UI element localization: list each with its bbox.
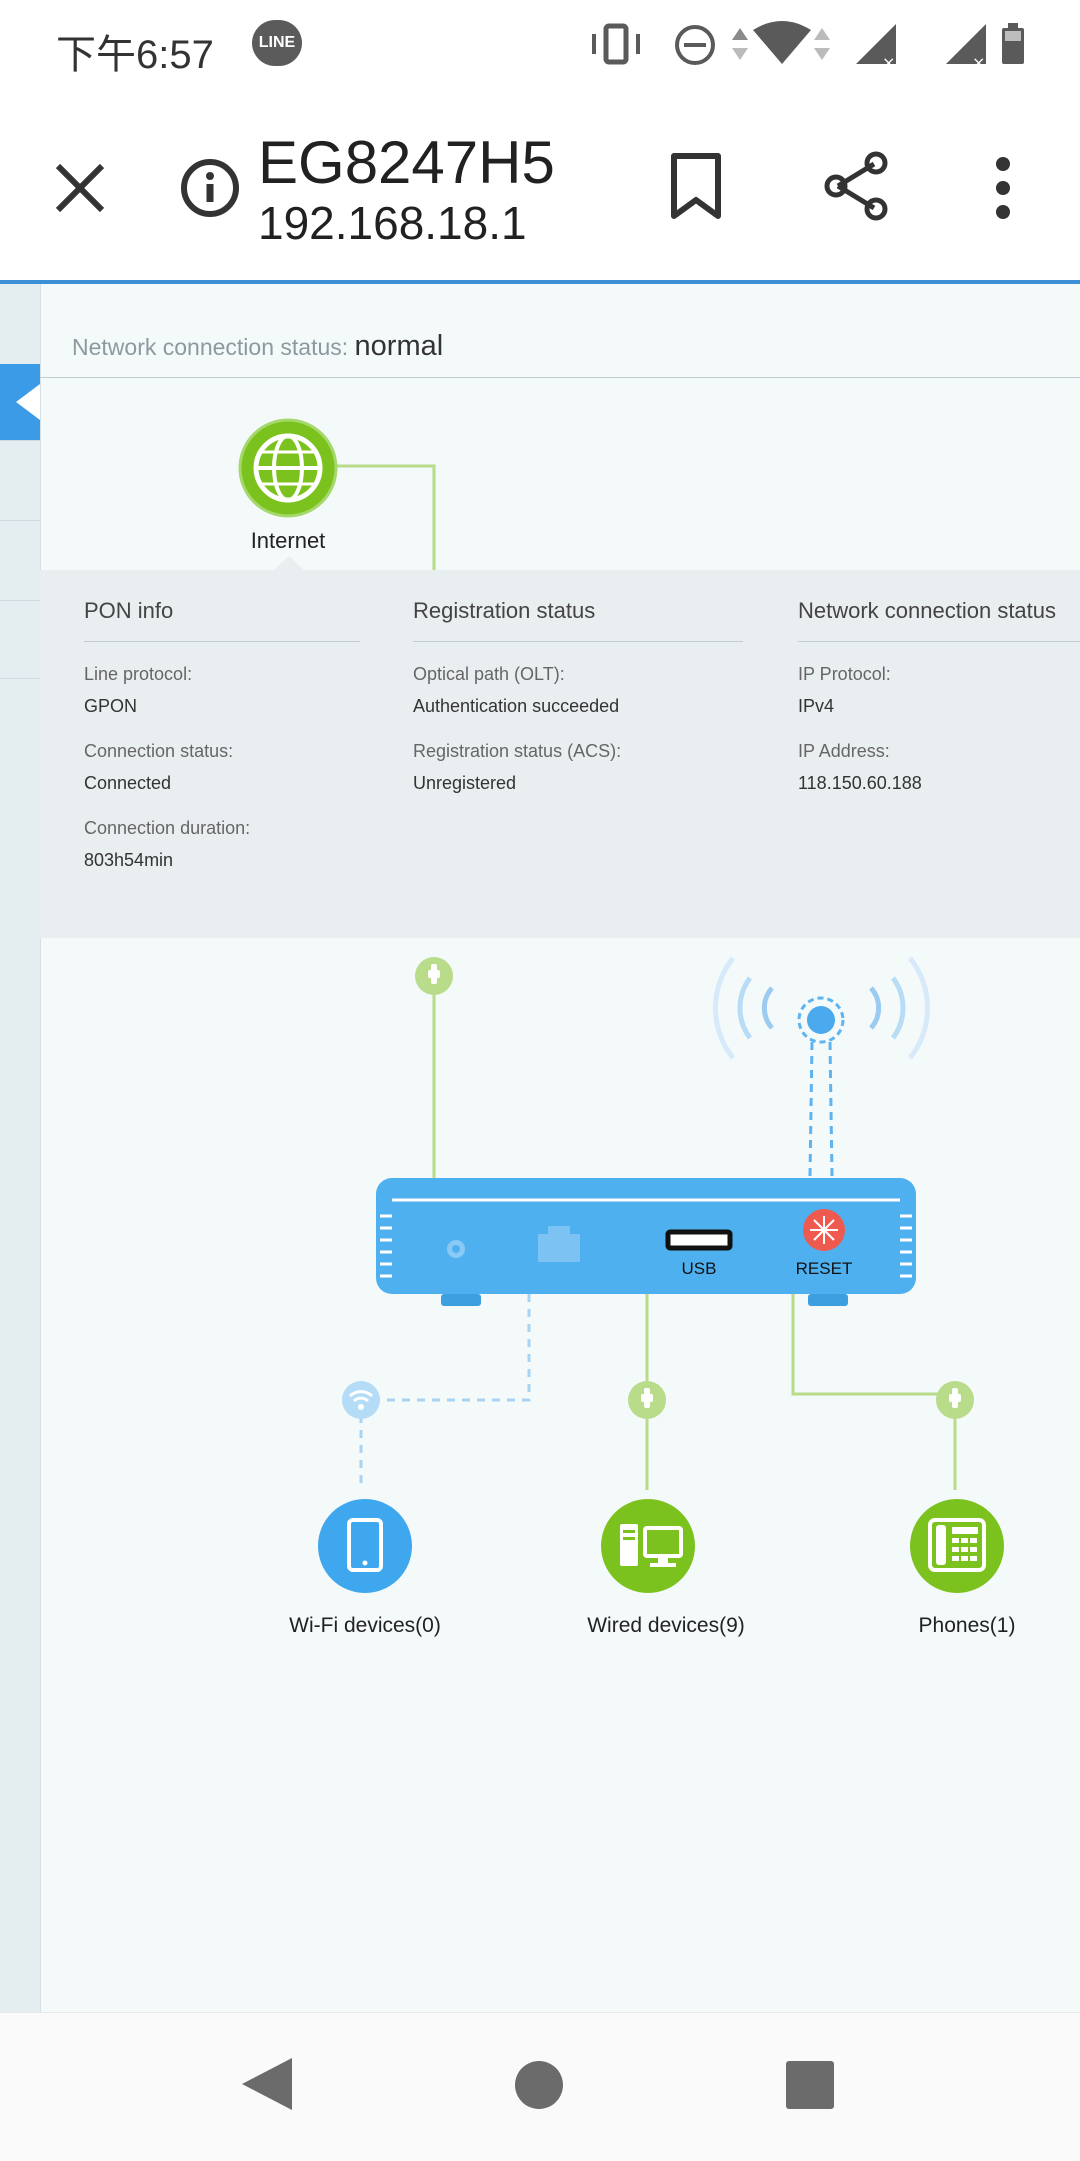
field-value: Connected [84, 773, 172, 793]
wifi-connector-icon [342, 1381, 380, 1419]
data-arrows-icon [732, 28, 748, 60]
info-icon[interactable] [178, 156, 242, 220]
field-value: 803h54min [84, 850, 174, 870]
battery-icon [1002, 23, 1024, 64]
side-menu-divider [0, 678, 40, 679]
reset-label: RESET [796, 1259, 853, 1278]
field-value: GPON [84, 696, 138, 716]
field-label: Registration status (ACS): [413, 741, 622, 761]
network-connection-column: Network connection status IP Protocol: I… [798, 598, 1080, 794]
browser-toolbar [0, 92, 1080, 282]
side-menu-divider [0, 520, 40, 521]
network-status-value: normal [354, 330, 444, 362]
close-icon[interactable] [52, 160, 108, 216]
home-icon[interactable] [514, 2060, 564, 2110]
pon-info-column: PON info Line protocol: GPON Connection … [84, 598, 360, 871]
field-value: Unregistered [413, 773, 517, 793]
vibrate-icon [592, 23, 640, 65]
network-status-row: Network connection status: normal [72, 330, 443, 363]
column-heading: PON info [84, 598, 174, 623]
side-menu-divider [0, 440, 40, 441]
field-label: Connection duration: [84, 818, 251, 838]
chevron-left-icon [16, 384, 40, 420]
page-title: EG8247H5 [258, 129, 555, 196]
toolbar-divider [0, 280, 1080, 284]
wifi-devices-link[interactable]: Wi-Fi devices(0) [289, 1614, 441, 1637]
more-icon[interactable] [984, 152, 1022, 224]
divider [40, 377, 1080, 378]
recents-icon[interactable] [784, 2060, 836, 2110]
back-icon[interactable] [240, 2056, 294, 2112]
field-label: Line protocol: [84, 664, 193, 684]
column-heading: Network connection status [798, 598, 1057, 623]
side-menu-rail [0, 284, 41, 2012]
status-bar [0, 0, 1080, 92]
desktop-computer-icon [601, 1499, 695, 1593]
internet-node [238, 418, 436, 570]
signal-1-icon: × [856, 24, 896, 72]
status-time: 下午6:57 [56, 33, 214, 77]
status-icons: × × [592, 21, 1024, 72]
phones-link[interactable]: Phones(1) [918, 1614, 1016, 1637]
side-menu-divider [0, 600, 40, 601]
wifi-icon [753, 21, 811, 64]
share-icon[interactable] [822, 150, 894, 222]
network-status-label: Network connection status: [72, 334, 349, 360]
info-panel [40, 570, 1080, 938]
line-notification-icon: LINE [252, 20, 302, 66]
usb-label: USB [682, 1259, 717, 1278]
topology-diagram: USB RESET [318, 956, 1004, 1593]
field-value: 118.150.60.188 [798, 773, 922, 793]
field-label: Connection status: [84, 741, 234, 761]
divider [798, 641, 1080, 642]
divider [413, 641, 743, 642]
wired-devices-link[interactable]: Wired devices(9) [587, 1614, 745, 1637]
telephone-icon [910, 1499, 1004, 1593]
page-address: 192.168.18.1 [258, 197, 527, 249]
field-label: IP Address: [798, 741, 890, 761]
divider [84, 641, 360, 642]
connector-icon [415, 957, 453, 995]
bookmark-icon[interactable] [666, 150, 726, 222]
connector-icon [628, 1381, 666, 1419]
registration-status-column: Registration status Optical path (OLT): … [413, 598, 743, 794]
column-heading: Registration status [413, 598, 596, 623]
connector-icon [936, 1381, 974, 1419]
globe-icon [238, 418, 338, 518]
signal-2-icon: × [946, 24, 986, 72]
internet-label[interactable]: Internet [250, 528, 326, 553]
field-label: Optical path (OLT): [413, 664, 565, 684]
wifi-antenna-icon [713, 956, 930, 1177]
tablet-icon [318, 1499, 412, 1593]
field-label: IP Protocol: [798, 664, 891, 684]
field-value: IPv4 [798, 696, 835, 716]
svg-text:×: × [882, 53, 895, 72]
router-icon [376, 1178, 916, 1306]
reset-button-icon [803, 1209, 845, 1251]
panel-pointer [272, 556, 306, 572]
svg-text:×: × [972, 53, 985, 72]
dnd-icon [675, 25, 715, 65]
data-arrows-icon [814, 28, 830, 60]
field-value: Authentication succeeded [413, 696, 620, 716]
